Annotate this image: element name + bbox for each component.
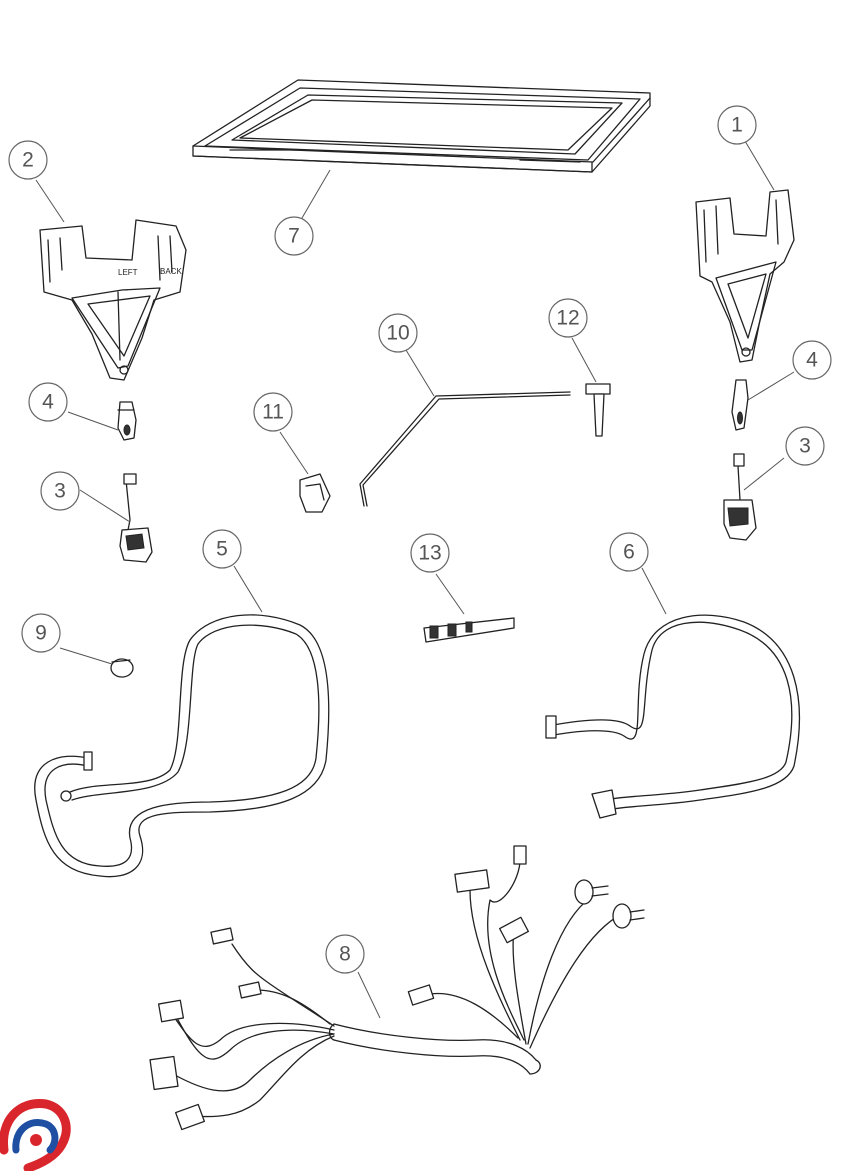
callout-3-left: 3 [40,471,80,511]
callout-leaders [35,140,795,1019]
part-4-latch-clip-right [731,379,749,431]
callout-8-label: 8 [339,943,351,966]
callout-9: 9 [21,613,61,653]
brand-logo [0,1099,71,1171]
part-13-connector-strip [423,617,515,643]
back-bracket-marking: BACK [160,267,182,276]
callout-3-left-label: 3 [54,480,66,503]
part-5-hose-left [34,614,330,878]
part-6-hose-right [545,614,800,819]
callout-13-label: 13 [418,542,441,565]
part-3-switch-right [723,453,757,541]
callout-2: 2 [8,140,48,180]
callout-12-label: 12 [556,307,579,330]
part-8-wiring-harness [149,845,645,1131]
callout-3-right: 3 [785,426,825,466]
part-9-grommet [110,658,134,678]
part-10-rod [359,391,571,507]
callout-13: 13 [410,533,450,573]
callout-1-label: 1 [731,114,743,137]
callout-7-label: 7 [288,225,300,248]
callout-3-right-label: 3 [799,435,811,458]
callout-4-left-label: 4 [42,391,54,414]
callout-6-label: 6 [623,541,635,564]
callout-11: 11 [253,392,293,432]
left-bracket-marking: LEFT [118,268,138,277]
part-7-window-frame [192,79,651,173]
callout-7: 7 [274,216,314,256]
part-11-clip [299,473,331,513]
part-3-switch-left [119,473,153,563]
part-4-latch-clip-left [117,401,137,441]
part-1-hinge-bracket-right [695,189,795,363]
callout-6: 6 [609,532,649,572]
part-2-hinge-bracket-left: LEFT BACK [39,219,187,381]
callout-4-right: 4 [792,340,832,380]
part-12-pin [585,383,611,437]
callout-4-right-label: 4 [806,349,818,372]
callout-1: 1 [717,105,757,145]
callout-5: 5 [202,529,242,569]
callout-9-label: 9 [35,622,47,645]
callout-5-label: 5 [216,538,228,561]
callout-2-label: 2 [22,149,34,172]
callout-8: 8 [325,934,365,974]
callout-11-label: 11 [262,401,284,424]
callout-10-label: 10 [386,322,409,345]
callout-4-left: 4 [28,382,68,422]
callout-10: 10 [378,313,418,353]
callout-12: 12 [548,298,588,338]
